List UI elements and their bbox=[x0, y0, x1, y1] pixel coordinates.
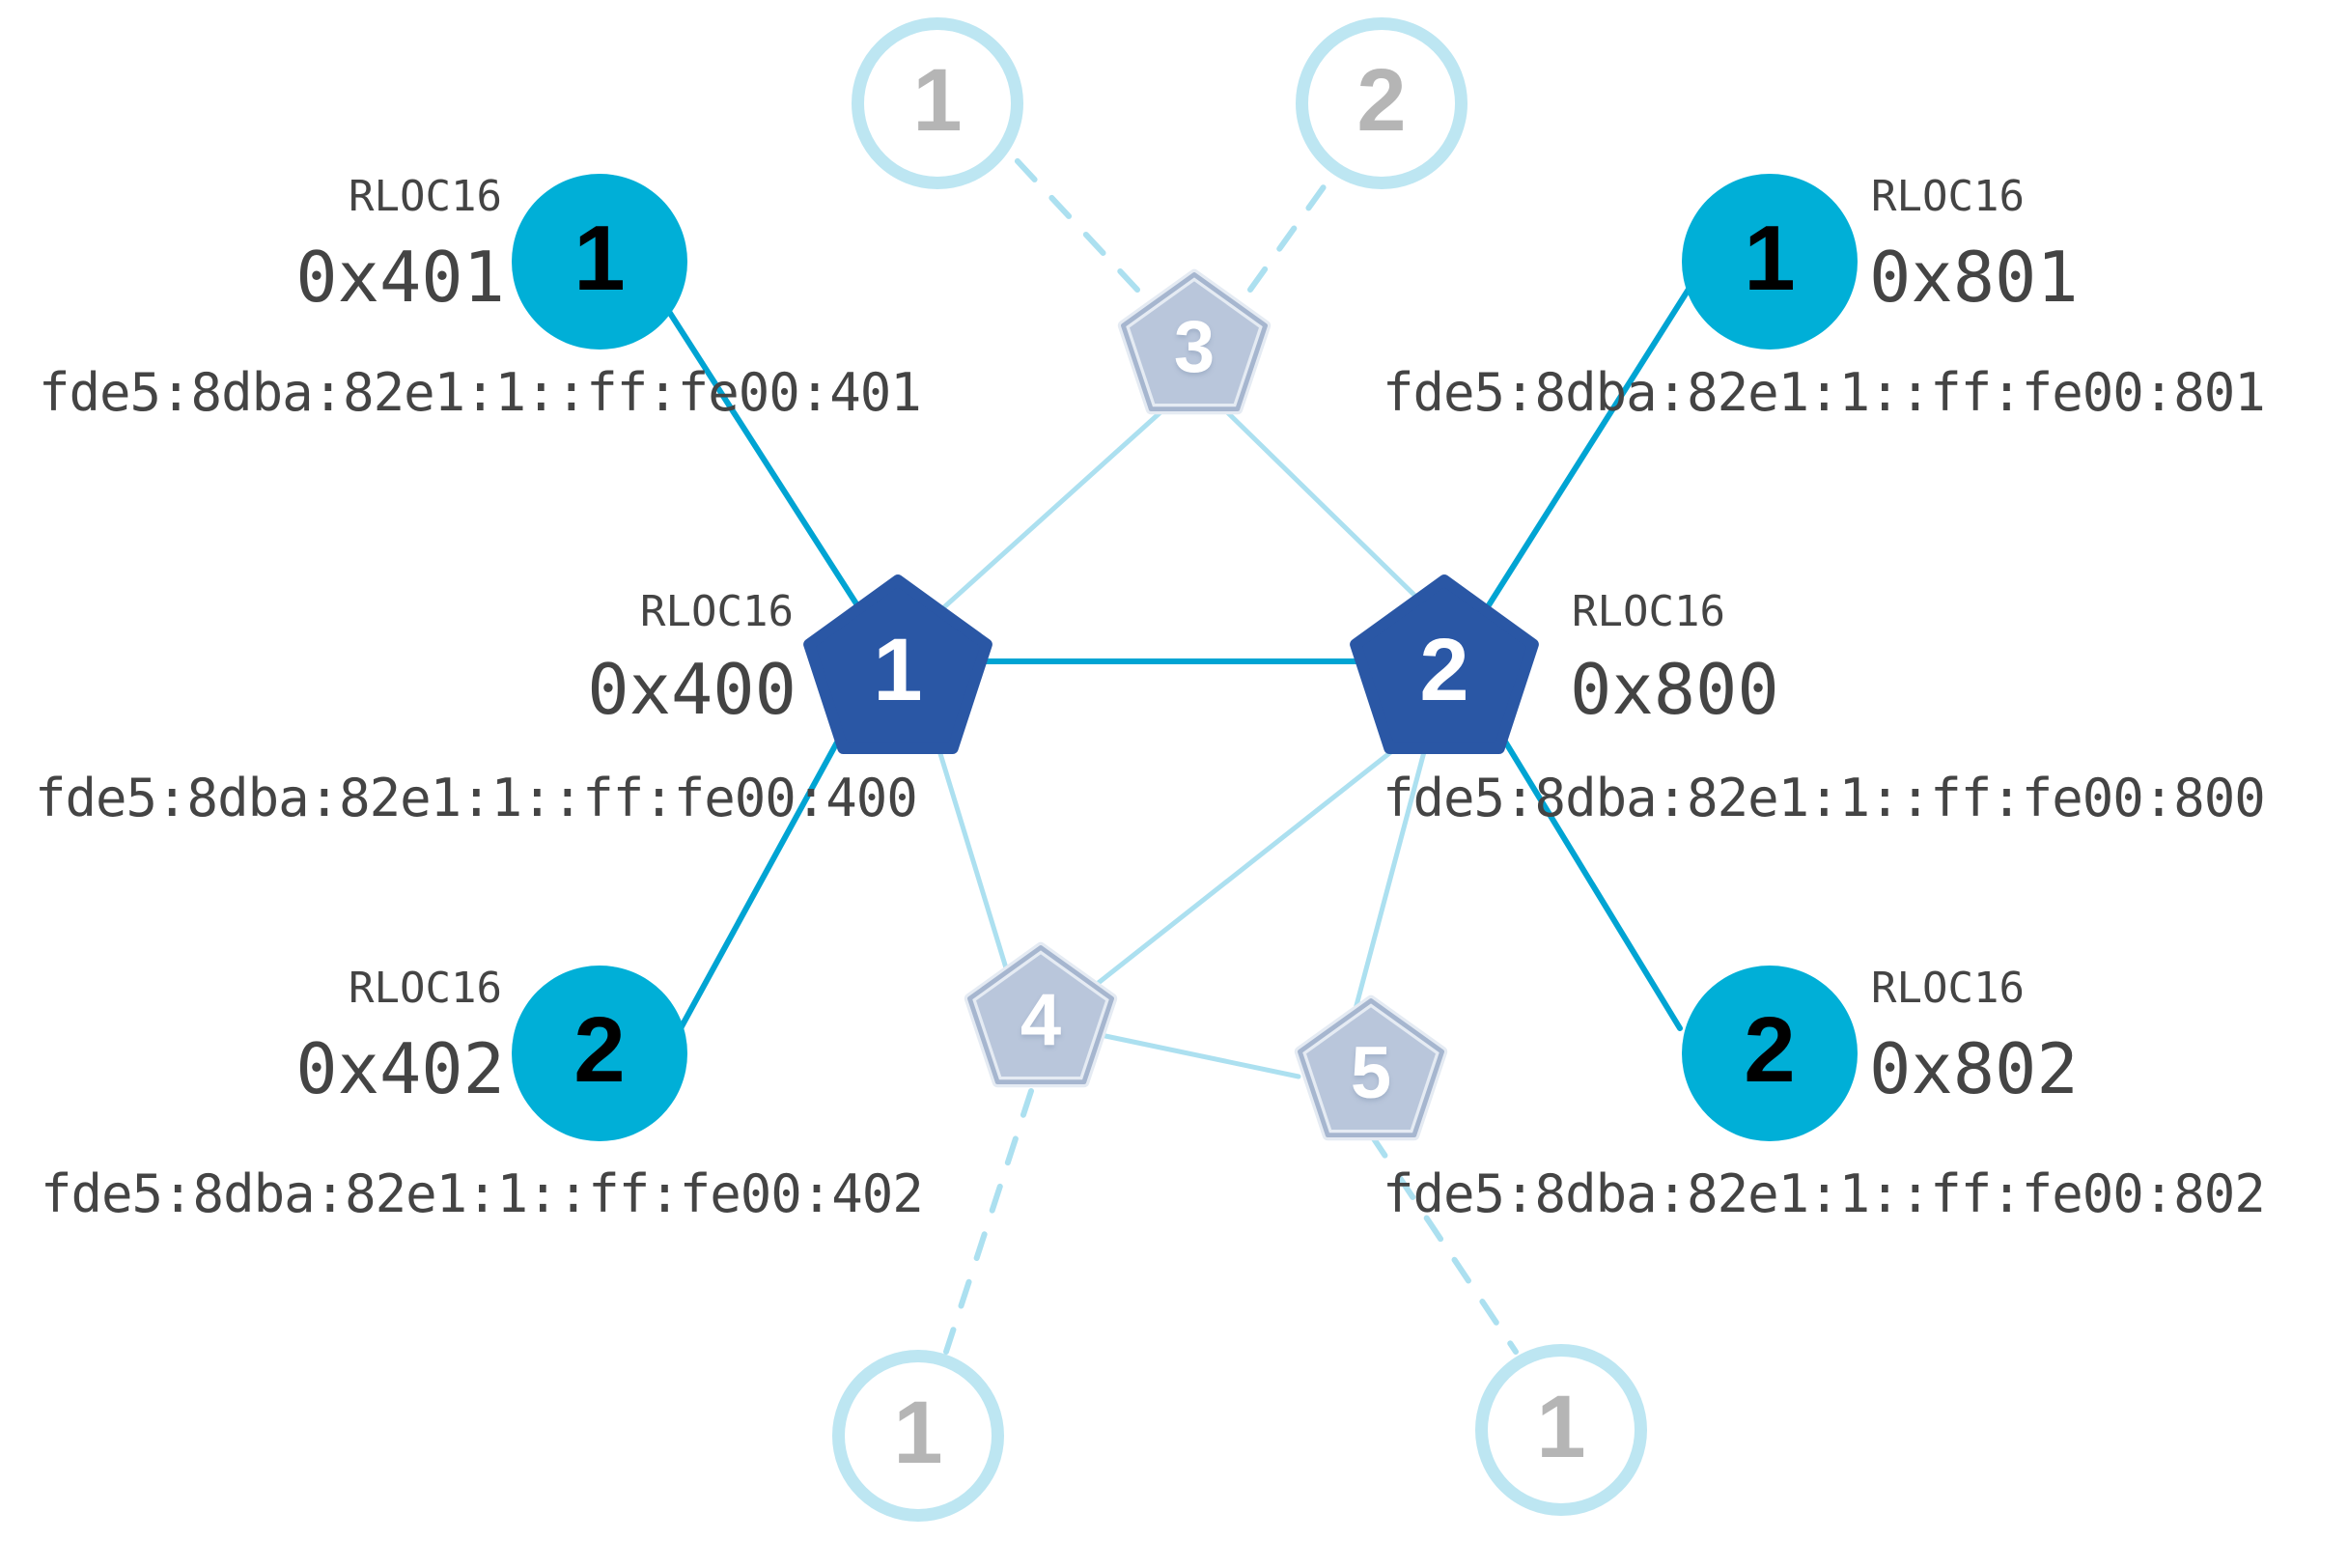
faded-router-3[interactable]: 3 bbox=[1117, 268, 1272, 415]
faded-router-4[interactable]: 4 bbox=[964, 941, 1118, 1088]
child-node-0x801[interactable]: 1 bbox=[1682, 174, 1858, 350]
router-0x800-number: 2 bbox=[1419, 621, 1469, 719]
faded-child-bottom-right-label: 1 bbox=[1536, 1378, 1586, 1476]
faded-child-top-left-label: 1 bbox=[912, 51, 963, 150]
faded-router-5-label: 5 bbox=[1350, 1032, 1392, 1114]
child-0x402-address: fde5:8dba:82e1:1::ff:fe00:402 bbox=[41, 1163, 924, 1224]
child-0x402-number: 2 bbox=[573, 998, 626, 1102]
child-0x402-rloc-value: 0x402 bbox=[295, 1028, 505, 1109]
router-0x400-rloc-title: RLOC16 bbox=[640, 587, 794, 636]
child-0x401-number: 1 bbox=[573, 207, 626, 310]
child-node-0x401[interactable]: 1 bbox=[512, 174, 687, 350]
edge-0x401-0x400 bbox=[646, 277, 862, 611]
child-0x802-rloc-value: 0x802 bbox=[1869, 1028, 2079, 1109]
child-0x401-rloc-title: RLOC16 bbox=[349, 172, 502, 221]
router-0x800-rloc-value: 0x800 bbox=[1570, 649, 1779, 730]
pentagon-shape bbox=[1294, 994, 1448, 1141]
faded-router-5[interactable]: 5 bbox=[1294, 994, 1448, 1141]
faded-dashed-edge-group bbox=[943, 144, 1519, 1355]
child-0x801-rloc-value: 0x801 bbox=[1869, 237, 2079, 318]
pentagon-shape bbox=[1350, 574, 1539, 754]
child-node-0x402[interactable]: 2 bbox=[512, 966, 687, 1141]
edge-0x801-0x800 bbox=[1484, 277, 1697, 611]
pentagon-shape bbox=[964, 941, 1118, 1088]
faded-child-top-left[interactable]: 1 bbox=[852, 17, 1023, 189]
edge-r2-f5 bbox=[1349, 731, 1432, 1026]
edge-f3-ghost-topleft bbox=[1001, 144, 1140, 293]
child-0x802-rloc-title: RLOC16 bbox=[1871, 964, 2025, 1013]
router-0x800-rloc-title: RLOC16 bbox=[1572, 587, 1725, 636]
edge-0x400-0x402 bbox=[678, 716, 853, 1031]
faded-child-bottom-left[interactable]: 1 bbox=[832, 1350, 1004, 1522]
router-0x400-address: fde5:8dba:82e1:1::ff:fe00:400 bbox=[35, 768, 918, 828]
child-0x801-address: fde5:8dba:82e1:1::ff:fe00:801 bbox=[1383, 362, 2266, 423]
child-0x802-address: fde5:8dba:82e1:1::ff:fe00:802 bbox=[1383, 1163, 2266, 1224]
child-0x402-rloc-title: RLOC16 bbox=[349, 964, 502, 1013]
child-0x802-number: 2 bbox=[1744, 998, 1796, 1102]
faded-child-top-right[interactable]: 2 bbox=[1296, 17, 1468, 189]
pentagon-shape bbox=[803, 574, 992, 754]
active-edge-group bbox=[646, 277, 1697, 1031]
edge-f3-ghost-topright bbox=[1247, 152, 1350, 293]
faded-router-3-label: 3 bbox=[1173, 306, 1216, 388]
router-node-0x400[interactable]: 1 bbox=[803, 574, 992, 754]
child-0x801-number: 1 bbox=[1744, 207, 1796, 310]
child-0x401-rloc-value: 0x401 bbox=[295, 237, 505, 318]
router-0x400-rloc-value: 0x400 bbox=[587, 649, 797, 730]
faded-edge-group bbox=[895, 401, 1472, 1079]
edge-0x800-0x802 bbox=[1489, 716, 1683, 1031]
child-0x401-address: fde5:8dba:82e1:1::ff:fe00:401 bbox=[39, 362, 922, 423]
edge-f5-ghost-bottomright bbox=[1368, 1132, 1519, 1355]
router-0x400-number: 1 bbox=[873, 621, 923, 719]
child-node-0x802[interactable]: 2 bbox=[1682, 966, 1858, 1141]
child-0x801-rloc-title: RLOC16 bbox=[1871, 172, 2025, 221]
edge-f4-r2 bbox=[1093, 712, 1441, 988]
faded-child-bottom-left-label: 1 bbox=[893, 1384, 943, 1482]
edge-r1-f4 bbox=[924, 707, 1021, 1012]
edge-f4-ghost-bottomleft bbox=[943, 1088, 1034, 1355]
pentagon-shape bbox=[1117, 268, 1272, 415]
faded-router-4-label: 4 bbox=[1020, 979, 1062, 1061]
faded-child-bottom-right[interactable]: 1 bbox=[1475, 1344, 1647, 1516]
edge-f4-f5 bbox=[1103, 1033, 1301, 1079]
router-0x800-address: fde5:8dba:82e1:1::ff:fe00:800 bbox=[1383, 768, 2266, 828]
router-node-0x800[interactable]: 2 bbox=[1350, 574, 1539, 754]
faded-child-top-right-label: 2 bbox=[1356, 51, 1407, 150]
